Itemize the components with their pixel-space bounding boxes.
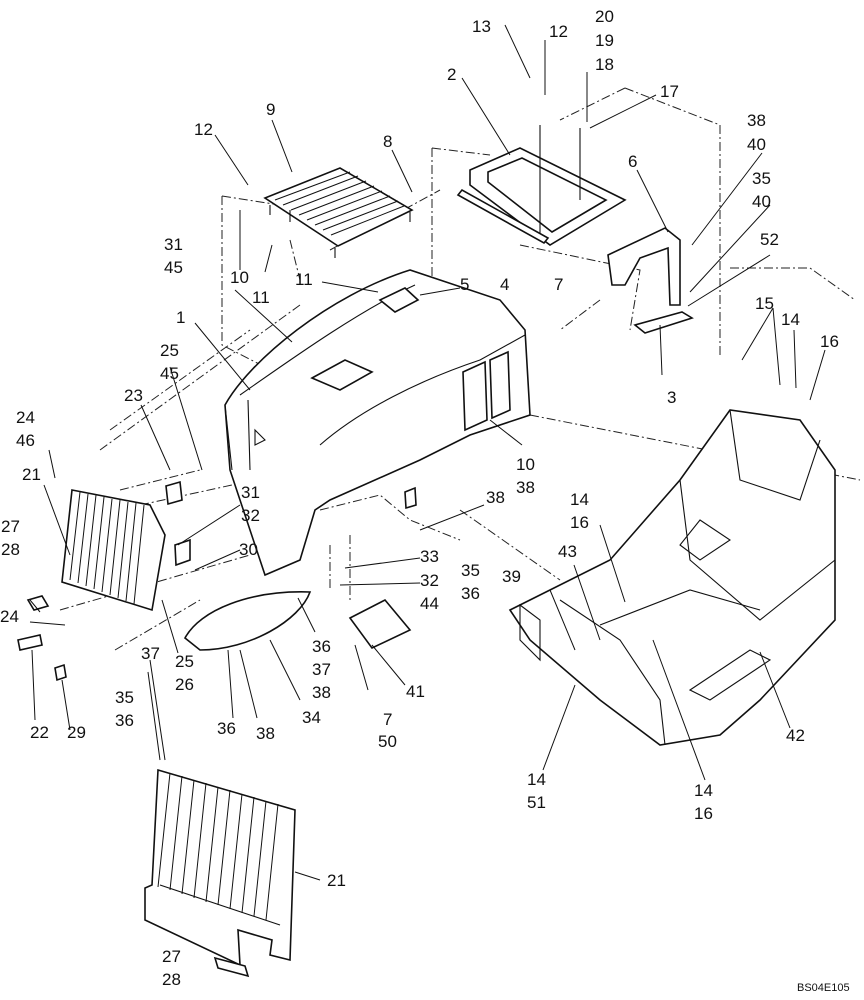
callout-label: 14 (781, 310, 800, 329)
callout-label: 29 (67, 723, 86, 742)
callout-label: 22 (30, 723, 49, 742)
callout-label: 3 (667, 388, 676, 407)
callout-label: 38 (747, 111, 766, 130)
callout-label: 5 (460, 275, 469, 294)
callout-label: 21 (327, 871, 346, 890)
callout-label: 6 (628, 152, 637, 171)
callout-label: 19 (595, 31, 614, 50)
callout-label: 12 (549, 22, 568, 41)
callout-label: 4 (500, 275, 509, 294)
callout-label: 15 (755, 294, 774, 313)
callout-label: 23 (124, 386, 143, 405)
callout-label: 8 (383, 132, 392, 151)
callout-label: 13 (472, 17, 491, 36)
callout-label: 38 (516, 478, 535, 497)
callout-label: 25 (175, 652, 194, 671)
callout-label: 36 (461, 584, 480, 603)
small-parts (17, 480, 417, 682)
callout-label: 41 (406, 682, 425, 701)
callout-label: 7 (554, 275, 563, 294)
callout-label: 9 (266, 100, 275, 119)
callout-labels: 20 19 18 13 12 2 17 38 40 12 9 8 6 35 40… (0, 7, 850, 994)
callout-label: 42 (786, 726, 805, 745)
callout-label: 27 (1, 517, 20, 536)
callout-label: 24 (16, 408, 35, 427)
callout-label: 21 (22, 465, 41, 484)
callout-label: 31 (241, 483, 260, 502)
callout-label: 38 (256, 724, 275, 743)
callout-label: 18 (595, 55, 614, 74)
callout-label: 11 (295, 270, 313, 289)
callout-label: 27 (162, 947, 181, 966)
callout-label: 33 (420, 547, 439, 566)
callout-label: 36 (312, 637, 331, 656)
callout-label: 44 (420, 594, 439, 613)
callout-label: 12 (194, 120, 213, 139)
callout-label: 7 (383, 710, 392, 729)
callout-label: 37 (312, 660, 331, 679)
callout-label: 40 (752, 192, 771, 211)
callout-label: 32 (420, 571, 439, 590)
callout-label: 31 (164, 235, 183, 254)
callout-label: 40 (747, 135, 766, 154)
lower-curved-panel (183, 591, 312, 651)
callout-label: 37 (141, 644, 160, 663)
callout-label: 16 (820, 332, 839, 351)
callout-label: 52 (760, 230, 779, 249)
callout-label: 51 (527, 793, 546, 812)
callout-label: 38 (486, 488, 505, 507)
figure-code: BS04E105 (797, 982, 850, 994)
callout-label: 25 (160, 341, 179, 360)
plate (633, 311, 694, 334)
callout-label: 20 (595, 7, 614, 26)
top-frame (469, 125, 627, 246)
callout-label: 14 (527, 770, 546, 789)
top-grille-panel (263, 167, 414, 258)
side-bracket (607, 227, 681, 306)
callout-label: 10 (516, 455, 535, 474)
callout-label: 35 (461, 561, 480, 580)
seal-strip (456, 188, 550, 245)
hood-body (224, 269, 531, 577)
callout-label: 36 (217, 719, 236, 738)
callout-label: 36 (115, 711, 134, 730)
callout-label: 14 (570, 490, 589, 509)
callout-label: 35 (752, 169, 771, 188)
callout-label: 16 (694, 804, 713, 823)
callout-label: 45 (164, 258, 183, 277)
callout-label: 32 (241, 506, 260, 525)
callout-label: 16 (570, 513, 589, 532)
callout-label: 1 (176, 308, 185, 327)
step-bracket (348, 598, 412, 650)
callout-label: 14 (694, 781, 713, 800)
front-grille-lower (144, 768, 296, 978)
callout-label: 34 (302, 708, 321, 727)
callout-label: 28 (1, 540, 20, 559)
callout-label: 28 (162, 970, 181, 989)
callout-label: 46 (16, 431, 35, 450)
callout-label: 39 (502, 567, 521, 586)
callout-label: 17 (660, 82, 679, 101)
callout-label: 26 (175, 675, 194, 694)
callout-label: 10 (230, 268, 249, 287)
callout-label: 50 (378, 732, 397, 751)
callout-label: 45 (160, 364, 179, 383)
callout-label: 43 (558, 542, 577, 561)
callout-label: 35 (115, 688, 134, 707)
front-grille-upper (61, 489, 166, 612)
leader-lines (29, 24, 826, 881)
callout-label: 30 (239, 540, 258, 559)
callout-label: 11 (252, 288, 270, 307)
callout-label: 38 (312, 683, 331, 702)
callout-label: 2 (447, 65, 456, 84)
chassis-frame (508, 409, 836, 746)
callout-label: 24 (0, 607, 19, 626)
